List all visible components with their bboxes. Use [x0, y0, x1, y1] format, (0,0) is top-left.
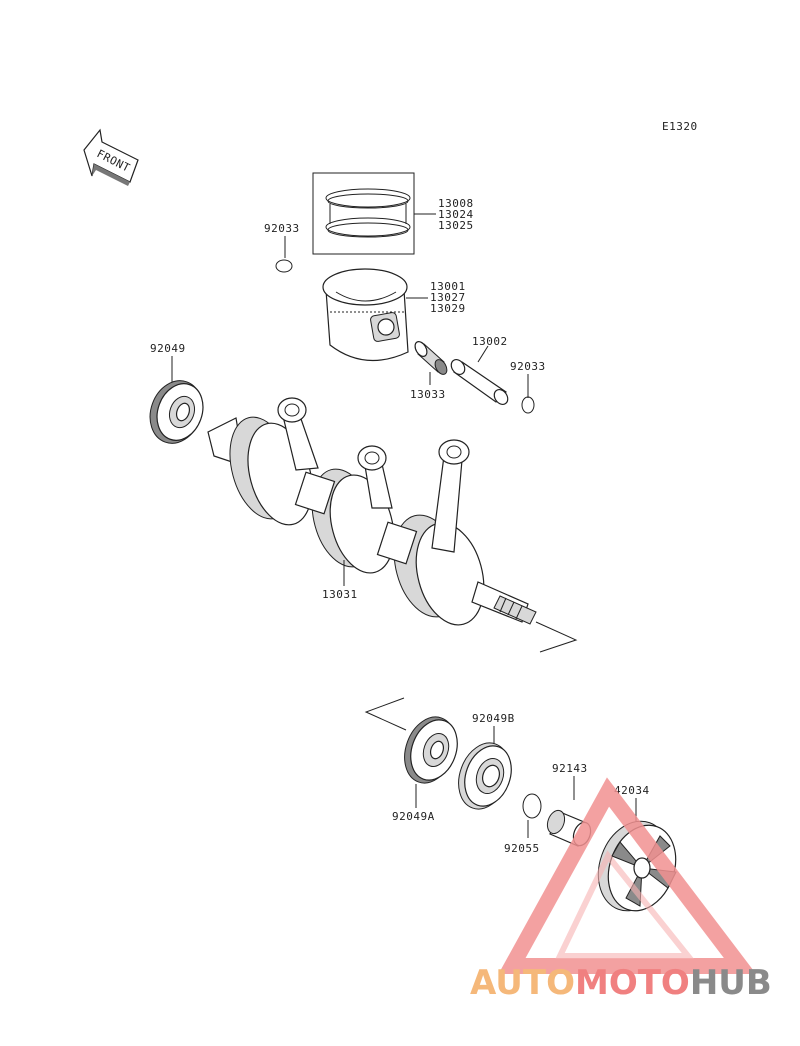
o-ring [522, 793, 542, 819]
oil-seal-b [458, 742, 512, 810]
circlip-left [275, 259, 293, 273]
part-label-13002: 13002 [472, 335, 508, 348]
needle-bearing [414, 341, 448, 375]
part-label-13033: 13033 [410, 388, 446, 401]
part-label-92049: 92049 [150, 342, 186, 355]
part-label-13027: 13027 [430, 291, 466, 304]
part-label-92049B: 92049B [472, 712, 515, 725]
oil-seal-a [404, 716, 458, 784]
part-label-13001: 13001 [430, 280, 466, 293]
circlip-right [521, 396, 535, 414]
break-line-top [535, 621, 578, 653]
part-label-13024: 13024 [438, 208, 474, 221]
part-label-92143: 92143 [552, 762, 588, 775]
break-line-bottom [364, 697, 407, 731]
part-label-13025: 13025 [438, 219, 474, 232]
piston [322, 268, 409, 362]
part-label-92055: 92055 [504, 842, 540, 855]
crankshaft [207, 397, 537, 626]
front-arrow-icon: FRONT [83, 128, 139, 186]
watermark-text: AUTOMOTOHUB [470, 963, 772, 1003]
part-label-92049A: 92049A [392, 810, 435, 823]
part-label-13008: 13008 [438, 197, 474, 210]
part-label-42034: 42034 [614, 784, 650, 797]
oil-seal-left [149, 380, 204, 444]
part-label-13031: 13031 [322, 588, 358, 601]
part-label-13029: 13029 [430, 302, 466, 315]
part-label-92033-right: 92033 [510, 360, 546, 373]
piston-pin [450, 358, 509, 406]
piston-rings [312, 172, 436, 255]
diagram-code: E1320 [662, 120, 698, 133]
watermark-logo [498, 777, 757, 974]
part-label-92033-left: 92033 [264, 222, 300, 235]
